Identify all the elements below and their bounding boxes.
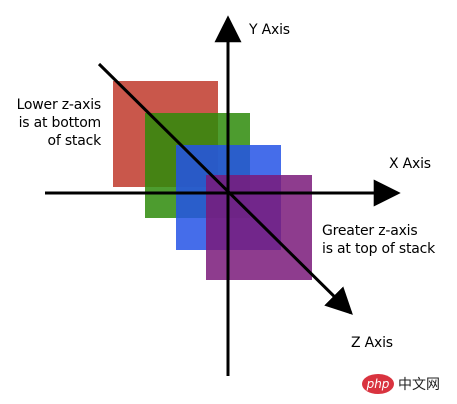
lower-z-line-2: is at bottom [19,115,101,131]
greater-z-line-1: Greater z-axis [322,223,417,239]
y-axis-label: Y Axis [248,22,290,38]
php-site-text: 中文网 [398,377,440,393]
php-logo-badge [362,374,394,394]
z-axis-line [97,62,353,315]
php-watermark: php 中文网 [362,374,440,394]
z-axis-label: Z Axis [351,335,393,351]
php-logo-text: php [366,377,390,391]
greater-z-annotation: Greater z-axis is at top of stack [322,223,436,257]
lower-z-line-1: Lower z-axis [17,97,101,113]
layer-purple [206,175,312,280]
lower-z-annotation: Lower z-axis is at bottom of stack [17,97,103,149]
x-axis-label: X Axis [389,156,431,172]
lower-z-line-3: of stack [47,133,102,149]
greater-z-line-2: is at top of stack [322,241,436,257]
